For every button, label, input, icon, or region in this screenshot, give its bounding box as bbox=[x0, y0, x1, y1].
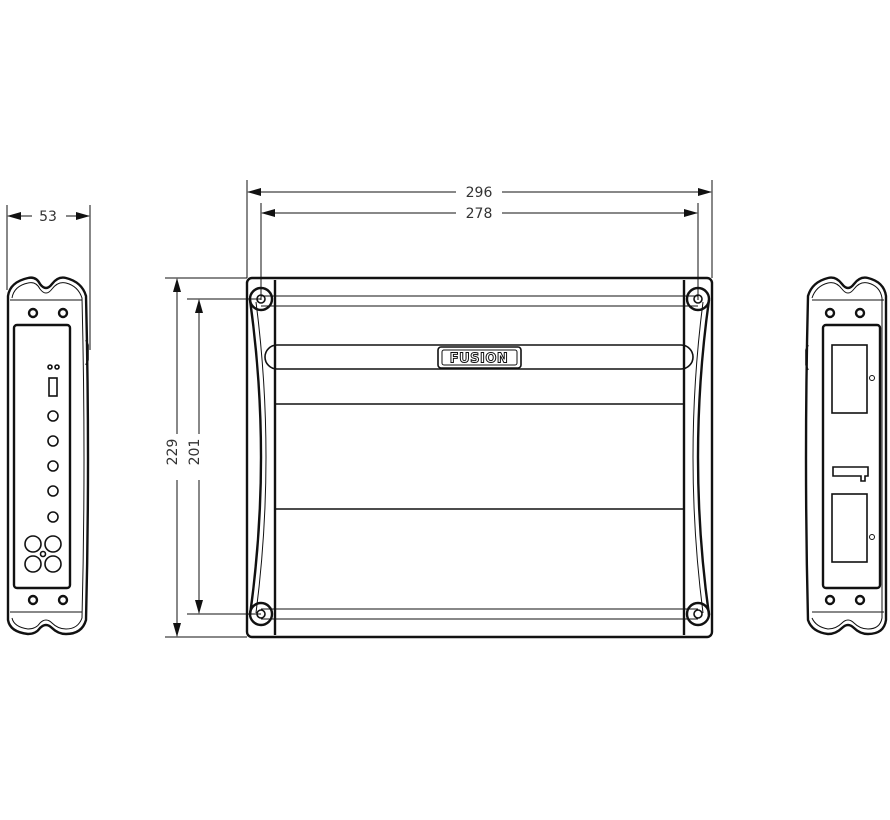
mount-hole-icon bbox=[248, 601, 274, 627]
power-connector-icon bbox=[831, 344, 875, 414]
dimension-label-53: 53 bbox=[39, 209, 57, 225]
mount-hole-icon bbox=[57, 594, 69, 606]
mount-hole-icon bbox=[824, 307, 836, 319]
control-knob-icon bbox=[47, 435, 59, 447]
control-knob-icon bbox=[47, 485, 59, 497]
mount-hole-icon bbox=[27, 594, 39, 606]
fuse-slot-icon bbox=[832, 466, 869, 482]
mount-hole-icon bbox=[854, 594, 866, 606]
dimension-label-296: 296 bbox=[466, 185, 493, 201]
logo-text: FUSION bbox=[450, 352, 509, 367]
led-indicator-icon bbox=[54, 364, 60, 370]
dimension-width-296: 296 bbox=[246, 180, 713, 278]
control-knob-icon bbox=[47, 410, 59, 422]
mount-hole-icon bbox=[685, 286, 711, 312]
dimension-depth-201: 201 bbox=[187, 298, 261, 615]
mount-hole-icon bbox=[57, 307, 69, 319]
speaker-connector-icon bbox=[831, 493, 875, 563]
dimension-width-53: 53 bbox=[6, 205, 91, 350]
usb-port-icon bbox=[48, 377, 58, 397]
dimension-label-201: 201 bbox=[187, 439, 203, 466]
fusion-logo: FUSION bbox=[437, 346, 522, 369]
top-view: 296 278 229 201 bbox=[165, 180, 714, 639]
speaker-terminal-cluster-icon bbox=[24, 535, 62, 573]
dimension-depth-229: 229 bbox=[165, 277, 247, 638]
dimension-width-278: 278 bbox=[260, 203, 699, 300]
mount-hole-icon bbox=[685, 601, 711, 627]
mount-hole-icon bbox=[824, 594, 836, 606]
dimension-label-229: 229 bbox=[165, 439, 181, 466]
control-knob-icon bbox=[47, 460, 59, 472]
mount-hole-icon bbox=[27, 307, 39, 319]
mount-hole-icon bbox=[854, 307, 866, 319]
left-end-view: 53 bbox=[6, 205, 91, 636]
right-end-view bbox=[804, 276, 888, 636]
control-knob-icon bbox=[47, 511, 59, 523]
mount-hole-icon bbox=[248, 286, 274, 312]
dimension-label-278: 278 bbox=[466, 206, 493, 222]
led-indicator-icon bbox=[47, 364, 53, 370]
